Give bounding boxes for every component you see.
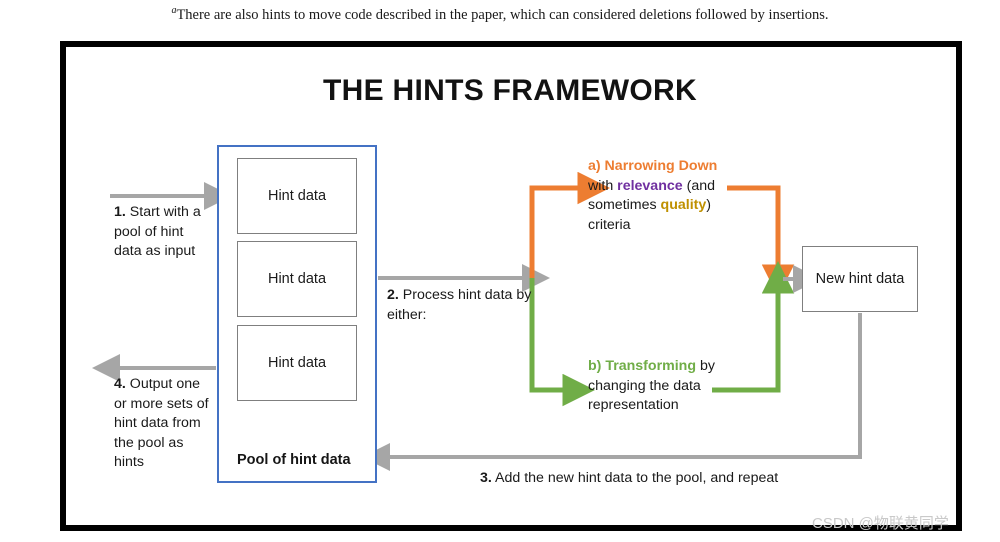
hint-data-box: Hint data [237,158,357,234]
footnote-marker: a [171,5,177,16]
caption-branch-a: a) Narrowing Down with relevance (and so… [588,157,738,235]
path-step3-feedback [362,313,862,471]
footnote: aThere are also hints to move code descr… [0,0,1000,24]
path-branch-a-in [529,171,610,278]
branch-b-label: b) Transforming [588,358,696,374]
caption-step2: 2. Process hint data by either: [387,286,537,325]
branch-a-text-2: (and sometimes [588,177,715,214]
hint-data-box: Hint data [237,325,357,401]
branch-a-highlight-quality: quality [660,197,707,213]
branch-a-text-1: with [588,177,618,194]
path-branch-a-out [727,185,795,297]
step4-text: Output one or more sets of hint data fro… [114,376,209,470]
branch-b-text-1: by changing the data representation [588,358,715,413]
caption-branch-b: b) Transforming by changing the data rep… [588,357,736,416]
caption-step1: 1. Start with a pool of hint data as inp… [114,203,214,262]
branch-a-label: a) Narrowing Down [588,158,718,174]
page-title: THE HINTS FRAMEWORK [322,74,697,107]
hint-data-box: Hint data [237,241,357,317]
footnote-text: There are also hints to move code descri… [176,6,829,23]
step2-text: Process hint data by either: [387,287,532,323]
path-branch-b-out [712,261,795,393]
step3-number: 3. [480,470,492,486]
caption-step3: 3. Add the new hint data to the pool, an… [480,469,810,489]
path-branch-b-in [529,278,595,407]
step1-text: Start with a pool of hint data as input [114,204,201,259]
watermark: CSDN @物联黄同学 [812,515,949,532]
caption-step4: 4. Output one or more sets of hint data … [114,375,216,473]
step2-number: 2. [387,287,399,303]
branch-a-text-3: ) criteria [588,197,711,233]
pool-label: Pool of hint data [237,452,351,468]
branch-a-highlight-relevance: relevance [617,177,683,194]
step4-number: 4. [114,376,126,392]
step3-text: Add the new hint data to the pool, and r… [491,470,779,486]
new-hint-data-box: New hint data [802,246,918,312]
step1-number: 1. [114,204,126,220]
